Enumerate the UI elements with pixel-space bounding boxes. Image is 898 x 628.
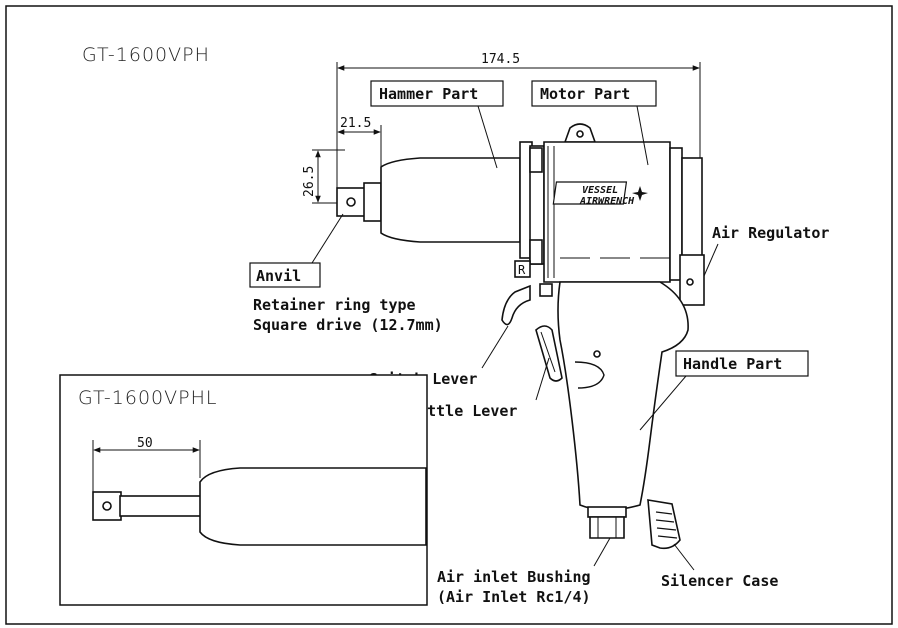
rear-cap [681, 157, 703, 269]
reverse-mark: R [518, 263, 526, 277]
main-model-title: GT-1600VPH [82, 44, 210, 66]
inset-length-value: 50 [137, 436, 153, 451]
vessel-airwrench-logo: VESSEL AIRWRENCH [552, 181, 648, 207]
hammer-part-label: Hammer Part [379, 85, 478, 103]
anvil-height-value: 26.5 [302, 166, 317, 197]
extended-anvil [119, 495, 203, 517]
inset-model-title: GT-1600VPHL [78, 387, 217, 409]
anvil-box [249, 262, 321, 288]
motor-part-box [531, 80, 657, 107]
silencer-case-label: Silencer Case [661, 572, 778, 590]
air-inlet-label-line2: (Air Inlet Rc1/4) [437, 588, 591, 606]
svg-text:AIRWRENCH: AIRWRENCH [579, 196, 635, 207]
hammer-case [380, 157, 521, 243]
inset-panel: GT-1600VPHL 50 [59, 374, 428, 606]
anvil-length-value: 21.5 [340, 116, 371, 131]
inset-hammer-case [199, 467, 427, 546]
overall-length-value: 174.5 [481, 52, 520, 67]
air-inlet-label-line1: Air inlet Bushing [437, 568, 591, 586]
retainer-line1: Retainer ring type [253, 296, 416, 314]
motor-part-label: Motor Part [540, 85, 630, 103]
air-inlet-bushing [589, 516, 625, 539]
switch-lever [501, 284, 531, 326]
handle [557, 281, 689, 511]
handle-part-box [675, 350, 809, 377]
retainer-line2: Square drive (12.7mm) [253, 316, 443, 334]
handle-part-label: Handle Part [683, 355, 782, 373]
reverse-button [514, 260, 531, 278]
anvil-height-dimension: 26.5 [302, 149, 345, 204]
air-regulator-label: Air Regulator [712, 224, 829, 242]
svg-text:VESSEL: VESSEL [582, 185, 618, 196]
anvil-label: Anvil [256, 267, 301, 285]
anvil-length-dimension: 21.5 [336, 116, 382, 190]
impact-wrench-body: R [336, 123, 705, 550]
hammer-part-box [370, 80, 504, 107]
motor-housing [543, 141, 671, 283]
